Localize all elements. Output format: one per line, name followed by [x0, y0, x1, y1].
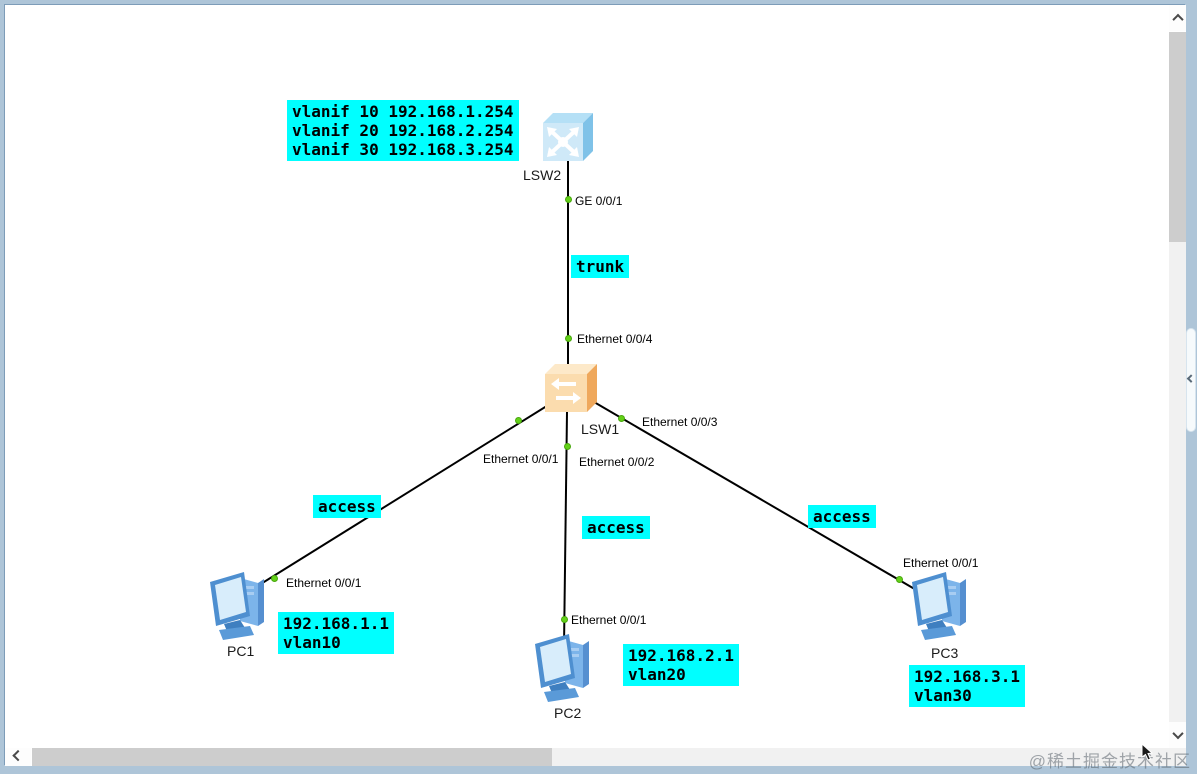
port-label-pc2-e001: Ethernet 0/0/1	[571, 613, 647, 627]
l3-switch-icon	[543, 113, 593, 161]
access-annotation-pc1[interactable]: access	[313, 495, 381, 518]
device-label-pc2: PC2	[554, 705, 582, 721]
port-dot-pc1-e001	[271, 575, 278, 582]
vlanif-line-2: vlanif 20 192.168.2.254	[292, 121, 514, 140]
port-dot-lsw1-e002	[564, 443, 571, 450]
port-dot-pc2-e001	[561, 616, 568, 623]
vlanif-line-1: vlanif 10 192.168.1.254	[292, 102, 514, 121]
horizontal-scrollbar[interactable]	[5, 748, 1186, 766]
chevron-down-icon	[1171, 727, 1184, 740]
scroll-down-button[interactable]	[1169, 722, 1186, 748]
port-label-lsw1-e004: Ethernet 0/0/4	[577, 332, 653, 346]
content-area: vlanif 10 192.168.1.254 vlanif 20 192.16…	[4, 4, 1186, 766]
chevron-left-icon	[12, 749, 24, 762]
device-label-lsw2: LSW2	[523, 167, 562, 183]
pc3-vlan: vlan30	[914, 686, 972, 705]
device-pc1[interactable]	[206, 568, 270, 647]
port-dot-pc3-e001	[896, 576, 903, 583]
port-dot-lsw1-e003	[618, 415, 625, 422]
computer-icon	[210, 572, 264, 640]
pc1-ip: 192.168.1.1	[283, 614, 389, 633]
topology-canvas[interactable]: vlanif 10 192.168.1.254 vlanif 20 192.16…	[5, 5, 1169, 748]
pc2-ip: 192.168.2.1	[628, 646, 734, 665]
port-label-lsw1-e001: Ethernet 0/0/1	[483, 452, 559, 466]
vlanif-annotation[interactable]: vlanif 10 192.168.1.254 vlanif 20 192.16…	[287, 100, 519, 161]
port-label-pc1-e001: Ethernet 0/0/1	[286, 576, 362, 590]
pc1-vlan: vlan10	[283, 633, 341, 652]
vertical-scroll-thumb[interactable]	[1169, 31, 1186, 242]
pc1-ip-annotation[interactable]: 192.168.1.1 vlan10	[278, 612, 394, 654]
pc2-vlan: vlan20	[628, 665, 686, 684]
mouse-cursor	[1141, 742, 1157, 767]
port-label-lsw1-e003: Ethernet 0/0/3	[642, 415, 718, 429]
device-pc3[interactable]	[908, 568, 972, 647]
l2-switch-icon	[545, 364, 597, 412]
scroll-left-button[interactable]	[5, 748, 31, 766]
pc3-ip: 192.168.3.1	[914, 667, 1020, 686]
horizontal-scroll-thumb[interactable]	[31, 748, 552, 766]
device-label-pc3: PC3	[931, 645, 959, 661]
vlanif-line-3: vlanif 30 192.168.3.254	[292, 140, 514, 159]
device-label-pc1: PC1	[227, 643, 255, 659]
pc2-ip-annotation[interactable]: 192.168.2.1 vlan20	[623, 644, 739, 686]
pc3-ip-annotation[interactable]: 192.168.3.1 vlan30	[909, 665, 1025, 707]
port-label-lsw2-ge001: GE 0/0/1	[575, 194, 623, 208]
panel-expand-handle[interactable]	[1186, 328, 1196, 432]
link-lsw1-pc1[interactable]	[242, 403, 551, 596]
port-label-lsw1-e002: Ethernet 0/0/2	[579, 455, 655, 469]
chevron-left-icon	[1186, 374, 1196, 383]
access-annotation-pc3[interactable]: access	[808, 505, 876, 528]
vertical-scrollbar[interactable]	[1169, 5, 1186, 748]
port-label-pc3-e001: Ethernet 0/0/1	[903, 556, 979, 570]
port-dot-lsw1-e004	[565, 335, 572, 342]
device-label-lsw1: LSW1	[581, 421, 620, 437]
computer-icon	[535, 634, 589, 702]
chevron-up-icon	[1171, 13, 1184, 26]
trunk-annotation[interactable]: trunk	[571, 255, 630, 278]
access-annotation-pc2[interactable]: access	[582, 516, 650, 539]
device-lsw1[interactable]	[543, 360, 601, 421]
link-lsw1-pc3[interactable]	[593, 401, 919, 592]
watermark-text: @稀土掘金技术社区	[1028, 752, 1191, 771]
device-lsw2[interactable]	[541, 111, 595, 170]
computer-icon	[912, 572, 966, 640]
port-dot-lsw1-e001	[515, 417, 522, 424]
device-pc2[interactable]	[531, 630, 595, 709]
port-dot-lsw2-ge001	[565, 196, 572, 203]
scroll-up-button[interactable]	[1169, 5, 1186, 31]
